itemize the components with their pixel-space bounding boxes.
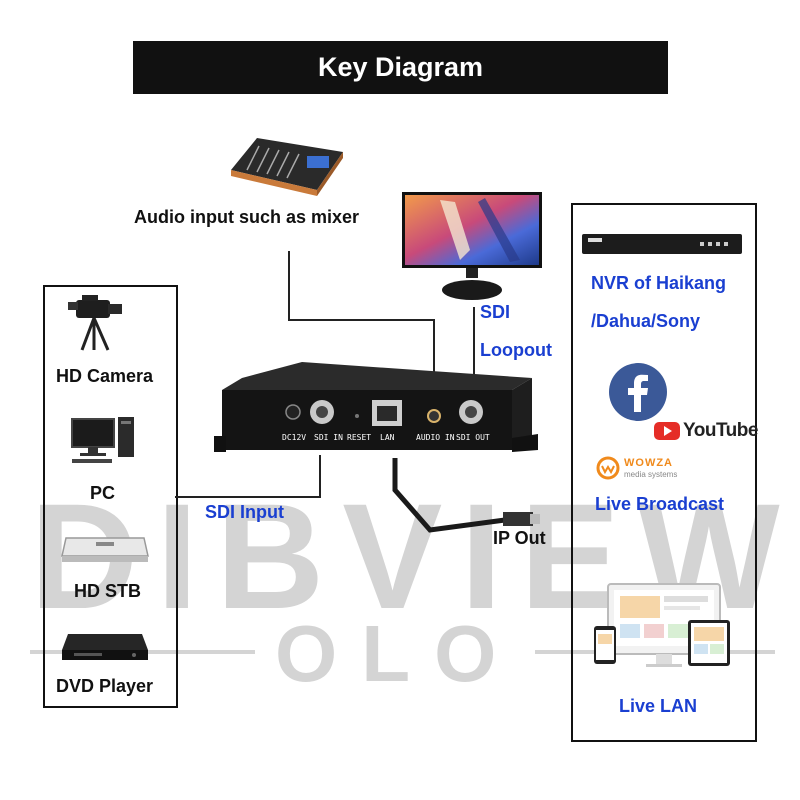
set-top-box-icon: [61, 537, 149, 562]
output-targets-panel: [571, 203, 757, 742]
port-label-dc12v: DC12V: [282, 433, 306, 442]
page-title: Key Diagram: [133, 41, 668, 94]
port-label-sdi-out: SDI OUT: [456, 433, 490, 442]
encoder-device: DC12V SDI IN RESET LAN AUDIO IN SDI OUT: [214, 362, 538, 452]
nvr-label-line2: /Dahua/Sony: [591, 311, 701, 331]
ip-out-label: IP Out: [493, 528, 546, 548]
desktop-pc-icon: [71, 417, 134, 463]
wowza-icon: [596, 456, 620, 480]
dvd-player-icon: [62, 634, 148, 660]
video-camera-icon: [68, 295, 122, 351]
port-label-reset: RESET: [347, 433, 371, 442]
watermark-sub: OLO: [275, 609, 521, 698]
live-lan-label: Live LAN: [619, 696, 698, 716]
sdi-input-label: SDI Input: [205, 502, 284, 522]
wowza-sub: media systems: [624, 470, 678, 479]
input-label-pc: PC: [90, 483, 116, 503]
sdi-loopout-label-line2: Loopout: [480, 340, 552, 360]
audio-mixer-icon: [231, 138, 343, 196]
nvr-recorder-icon: [582, 234, 742, 254]
input-label-dvd-player: DVD Player: [56, 676, 154, 696]
input-label-hd-camera: HD Camera: [56, 366, 154, 386]
youtube-icon: [654, 422, 680, 440]
port-labels: DC12V SDI IN RESET LAN AUDIO IN SDI OUT: [282, 433, 490, 442]
audio-input-label: Audio input such as mixer: [134, 207, 360, 227]
facebook-icon: [609, 363, 667, 421]
input-label-hd-stb: HD STB: [74, 581, 141, 601]
wowza-name: WOWZA: [624, 457, 673, 469]
multi-device-screens-icon: [594, 583, 730, 667]
sdi-loopout-label-line1: SDI: [480, 302, 511, 322]
youtube-label: YouTube: [683, 420, 758, 441]
port-label-audio-in: AUDIO IN: [416, 433, 455, 442]
port-label-lan: LAN: [380, 433, 395, 442]
live-broadcast-label: Live Broadcast: [595, 494, 725, 514]
port-label-sdi-in: SDI IN: [314, 433, 343, 442]
nvr-label-line1: NVR of Haikang: [591, 273, 727, 293]
monitor-icon: [402, 192, 542, 300]
